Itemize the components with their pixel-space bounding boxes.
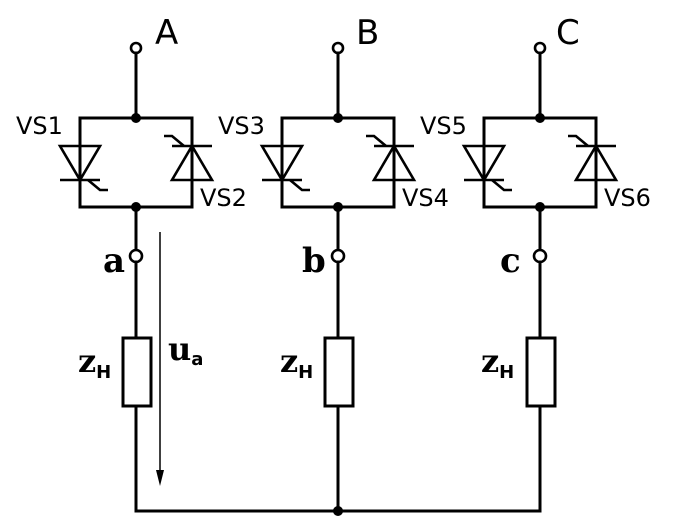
- voltage-subscript: a: [191, 349, 203, 370]
- load-node-label-c: c: [500, 241, 521, 281]
- impedance-b-letter: z: [280, 342, 298, 380]
- terminal-label-phase-a: A: [155, 13, 178, 53]
- load-node-label-a: a: [103, 241, 125, 281]
- phase-b-antiparallel-loop: [280, 116, 396, 209]
- impedance-label-c: zH: [481, 342, 514, 383]
- load-impedance-c: [525, 336, 557, 408]
- thyristor-vs5-label: VS5: [420, 112, 467, 140]
- load-node-b-terminal: [330, 248, 346, 264]
- phase-a-branch: A VS1 VS2 a zH: [16, 13, 247, 513]
- thyristor-vs6-symbol: [568, 134, 619, 182]
- load-impedance-a: [121, 336, 153, 408]
- phase-a-antiparallel-loop: [78, 116, 194, 209]
- phase-b-branch: B VS3 VS4 b zH: [218, 13, 449, 513]
- load-impedance-b: [323, 336, 355, 408]
- load-node-label-b: b: [302, 241, 326, 281]
- thyristor-vs3-symbol: [259, 144, 310, 192]
- load-node-c-terminal: [532, 248, 548, 264]
- voltage-symbol: ua: [168, 330, 203, 370]
- impedance-c-subscript: H: [499, 362, 514, 383]
- impedance-a-subscript: H: [96, 362, 111, 383]
- thyristor-vs2-label: VS2: [200, 184, 247, 212]
- thyristor-vs4-label: VS4: [402, 184, 449, 212]
- impedance-label-b: zH: [280, 342, 313, 383]
- phase-c-antiparallel-loop: [482, 116, 598, 209]
- thyristor-vs4-symbol: [366, 134, 417, 182]
- thyristor-vs1-label: VS1: [16, 112, 63, 140]
- thyristor-vs5-symbol: [461, 144, 512, 192]
- voltage-arrow: ua: [156, 232, 203, 486]
- terminal-label-phase-c: C: [556, 13, 580, 53]
- impedance-a-letter: z: [78, 342, 96, 380]
- load-node-a-terminal: [128, 248, 144, 264]
- impedance-b-subscript: H: [298, 362, 313, 383]
- terminal-label-phase-b: B: [356, 13, 379, 53]
- voltage-letter: u: [168, 330, 191, 368]
- thyristor-vs6-label: VS6: [604, 184, 651, 212]
- thyristor-vs1-symbol: [57, 144, 108, 192]
- impedance-label-a: zH: [78, 342, 111, 383]
- thyristor-vs2-symbol: [164, 134, 215, 182]
- impedance-c-letter: z: [481, 342, 499, 380]
- thyristor-vs3-label: VS3: [218, 112, 265, 140]
- phase-c-branch: C VS5 VS6 c zH: [420, 13, 651, 513]
